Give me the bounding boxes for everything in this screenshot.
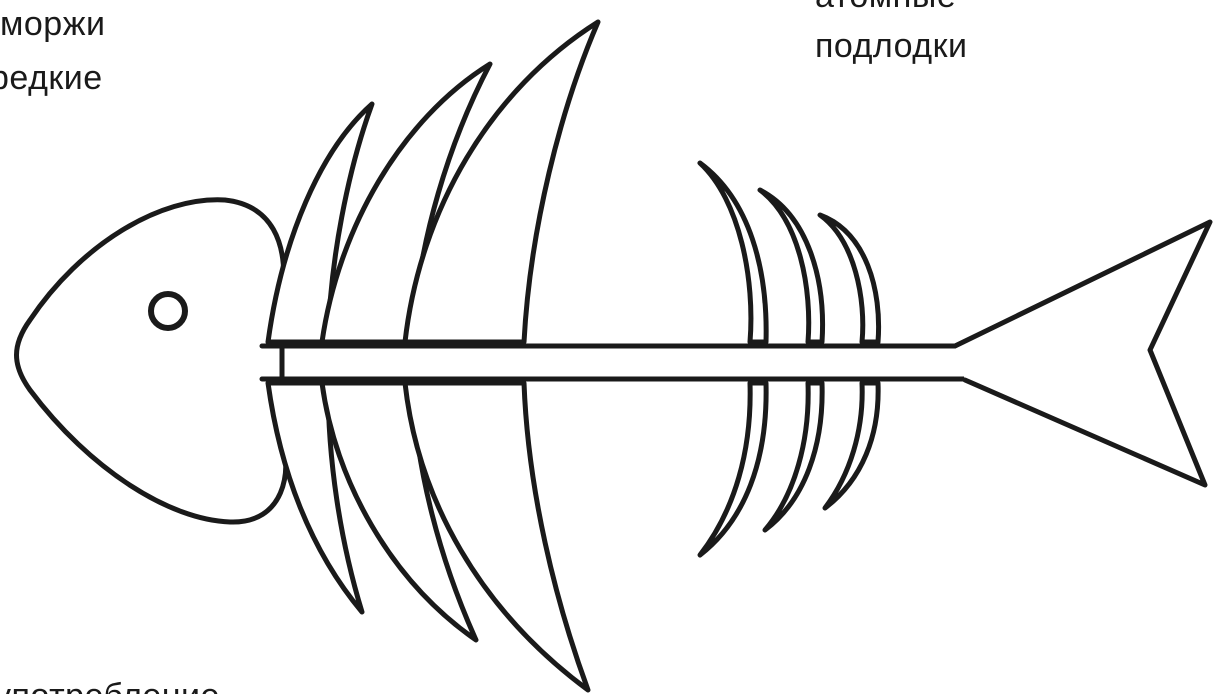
rib-lower-6 xyxy=(825,383,878,508)
label-bottom-left-line1: употребление xyxy=(0,676,220,694)
rib-lower-5 xyxy=(765,383,822,530)
fish-tail xyxy=(955,222,1210,485)
label-top-right-line1: атомные xyxy=(815,0,956,16)
rib-lower-4 xyxy=(700,383,766,555)
label-top-right-line2: подлодки xyxy=(815,26,968,66)
label-top-left-line2: редкие xyxy=(0,58,103,98)
fish-head xyxy=(17,200,286,522)
label-top-left-line1: моржи xyxy=(0,4,105,44)
rib-upper-4 xyxy=(700,163,766,342)
fish-eye xyxy=(151,294,185,328)
rib-upper-6 xyxy=(820,215,879,342)
rib-upper-5 xyxy=(760,190,823,342)
